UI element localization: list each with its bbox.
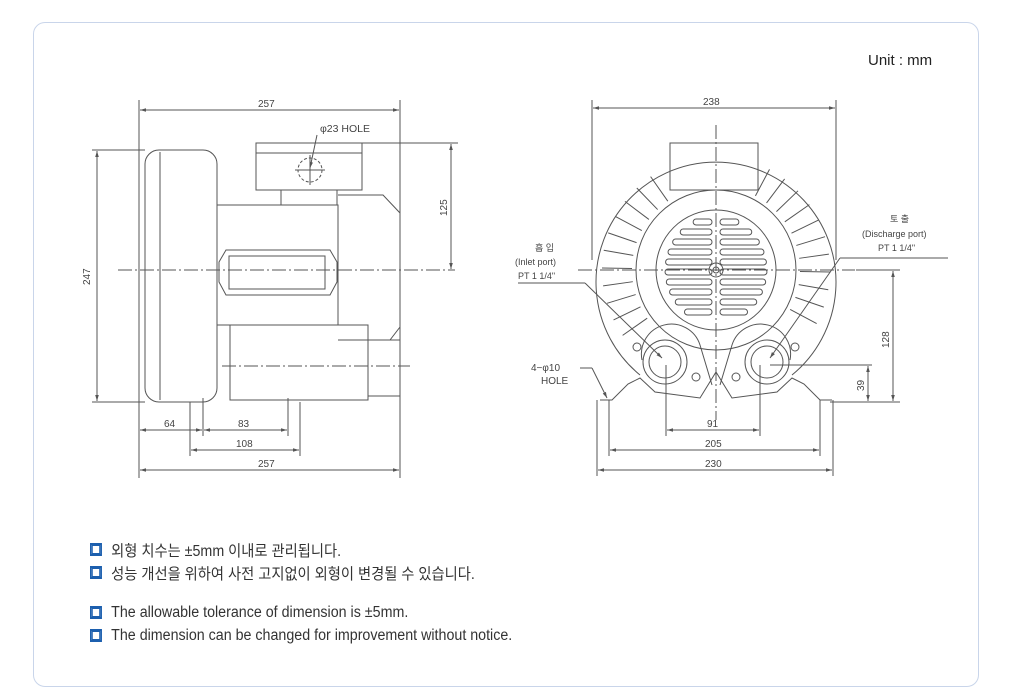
grille-slot: [719, 238, 760, 246]
note-item: 성능 개선을 위하여 사전 고지없이 외형이 변경될 수 있습니다.: [90, 561, 512, 584]
grille-slot: [669, 288, 713, 296]
unit-label: Unit : mm: [868, 52, 933, 69]
grille-slot: [667, 248, 713, 256]
dim-108: 108: [236, 439, 253, 450]
grille-slot: [665, 278, 713, 286]
drawing-card: [33, 22, 979, 687]
grille-slot: [719, 288, 763, 296]
cooling-fin: [791, 219, 819, 234]
front-view: [518, 100, 948, 476]
dim-205: 205: [705, 439, 722, 450]
cooling-fin: [622, 317, 648, 336]
cooling-fin: [799, 270, 830, 273]
dim-125: 125: [439, 199, 450, 216]
cooling-fin: [602, 267, 633, 270]
cooling-fin: [650, 176, 669, 202]
grille-slot: [719, 268, 768, 276]
cooling-fin: [624, 200, 650, 220]
cooling-fin: [606, 294, 636, 304]
grille-slot: [719, 298, 758, 306]
cooling-fin: [796, 236, 826, 246]
dim-230: 230: [705, 459, 722, 470]
cooling-fin: [636, 187, 659, 210]
grille-slot: [719, 308, 749, 316]
dim-247: 247: [82, 268, 93, 285]
cooling-fin: [613, 306, 641, 321]
cooling-fin: [784, 204, 810, 223]
grille-slot: [719, 278, 767, 286]
discharge-size: PT 1 1/4": [878, 243, 915, 253]
square-bullet-icon: [90, 629, 102, 642]
grille-slot: [674, 298, 713, 306]
square-bullet-icon: [90, 566, 102, 579]
dim-257-top: 257: [258, 99, 275, 110]
cooling-fin: [608, 232, 637, 244]
dim-91: 91: [707, 419, 719, 430]
inlet-ko: 흡 입: [535, 242, 554, 253]
mount-hole-label: 4−φ10: [531, 363, 560, 374]
grille-slot: [719, 258, 767, 266]
grille-slot: [672, 238, 713, 246]
grille-slot: [679, 228, 713, 236]
note-item: The dimension can be changed for improve…: [90, 624, 512, 647]
grille-slot: [665, 258, 713, 266]
side-view: [92, 100, 458, 478]
hole-label: φ23 HOLE: [320, 123, 370, 135]
grille-slot: [719, 248, 765, 256]
dim-257-bottom: 257: [258, 459, 275, 470]
cooling-fin: [776, 190, 799, 213]
square-bullet-icon: [90, 606, 102, 619]
note-item: 외형 치수는 ±5mm 이내로 관리됩니다.: [90, 538, 512, 561]
notes-list: 외형 치수는 ±5mm 이내로 관리됩니다. 성능 개선을 위하여 사전 고지없…: [90, 538, 512, 647]
dim-128: 128: [881, 331, 892, 348]
cooling-fin: [789, 308, 817, 324]
dim-64: 64: [164, 419, 176, 430]
mount-hole-label-2: HOLE: [541, 376, 569, 387]
cooling-fin: [603, 281, 633, 287]
dim-238: 238: [703, 97, 720, 108]
dim-39: 39: [856, 379, 867, 391]
cooling-fin: [798, 284, 829, 291]
discharge-ko: 토 출: [890, 214, 909, 224]
square-bullet-icon: [90, 543, 102, 556]
cooling-fin: [615, 216, 643, 232]
cooling-fin: [766, 178, 786, 204]
note-item: The allowable tolerance of dimension is …: [90, 601, 512, 624]
dim-83: 83: [238, 419, 250, 430]
cooling-fin: [799, 253, 829, 259]
inlet-en: (Inlet port): [515, 257, 556, 267]
grille-slot: [719, 218, 740, 226]
grille-slot: [719, 228, 753, 236]
grille-slot: [664, 268, 713, 276]
inlet-size: PT 1 1/4": [518, 271, 555, 281]
cooling-fin: [754, 169, 770, 197]
grille-slot: [683, 308, 713, 316]
cooling-fin: [603, 249, 634, 256]
discharge-en: (Discharge port): [862, 229, 927, 239]
grille-slot: [692, 218, 713, 226]
